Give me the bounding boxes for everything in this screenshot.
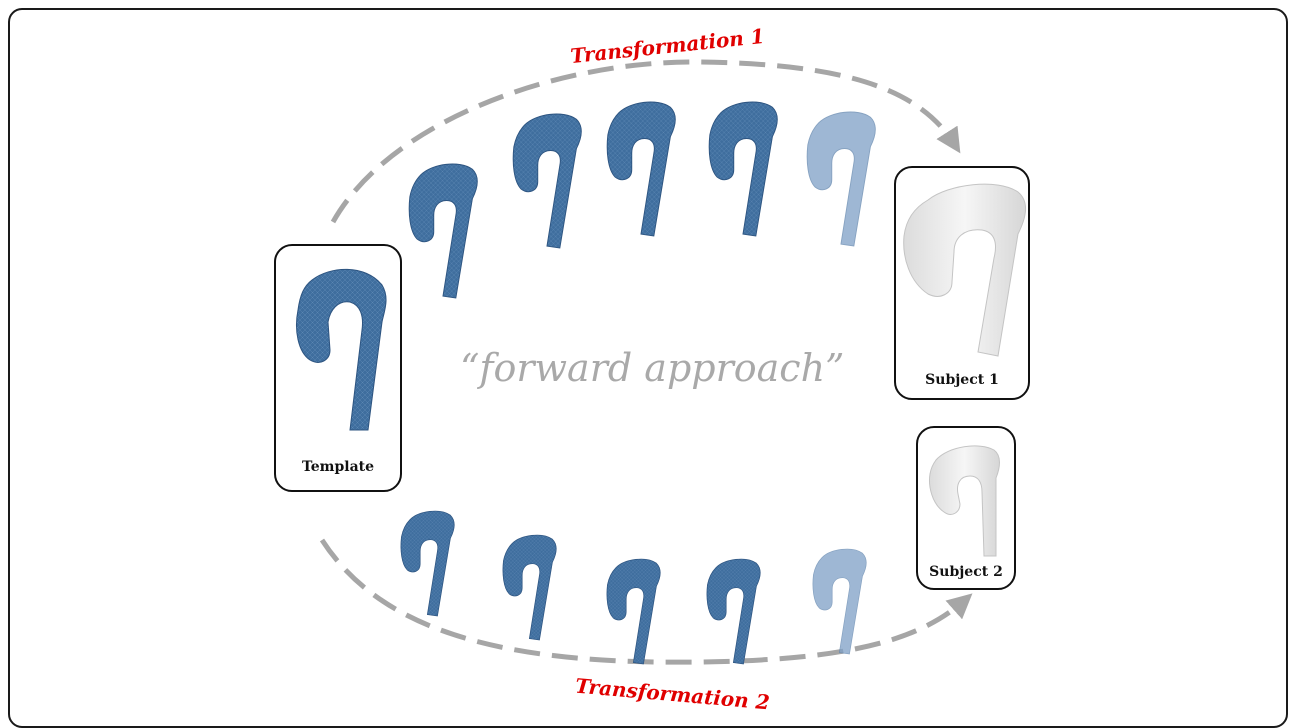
bottom-intermediate-shapes <box>400 510 867 665</box>
template-box: Template <box>274 244 402 492</box>
top-intermediate-shape-2 <box>512 113 582 249</box>
transformation-2-arrow <box>319 538 973 665</box>
subject-1-box: Subject 1 <box>894 166 1030 400</box>
top-intermediate-shape-3 <box>606 101 676 237</box>
top-intermediate-shapes <box>408 101 876 299</box>
forward-approach-label: “forward approach” <box>460 346 845 390</box>
subject-1-aorta-shape <box>903 183 1026 357</box>
top-intermediate-shape-4 <box>708 101 778 237</box>
bottom-intermediate-shape-3 <box>606 558 661 665</box>
bottom-intermediate-shape-1 <box>400 510 455 617</box>
transformation-1-arrow <box>330 59 961 224</box>
diagram-canvas <box>296 59 1026 665</box>
template-aorta-shape <box>296 268 387 431</box>
subject-2-box: Subject 2 <box>916 426 1016 590</box>
bottom-intermediate-shape-2 <box>502 534 557 641</box>
top-intermediate-shape-1 <box>408 163 478 299</box>
template-label: Template <box>301 459 375 475</box>
bottom-intermediate-shape-5 <box>812 548 867 655</box>
top-intermediate-shape-5 <box>806 111 876 247</box>
bottom-intermediate-shape-4 <box>706 558 761 665</box>
subject-2-label: Subject 2 <box>929 564 1003 580</box>
subject-2-aorta-shape <box>929 445 1000 557</box>
subject-1-label: Subject 1 <box>925 372 999 388</box>
